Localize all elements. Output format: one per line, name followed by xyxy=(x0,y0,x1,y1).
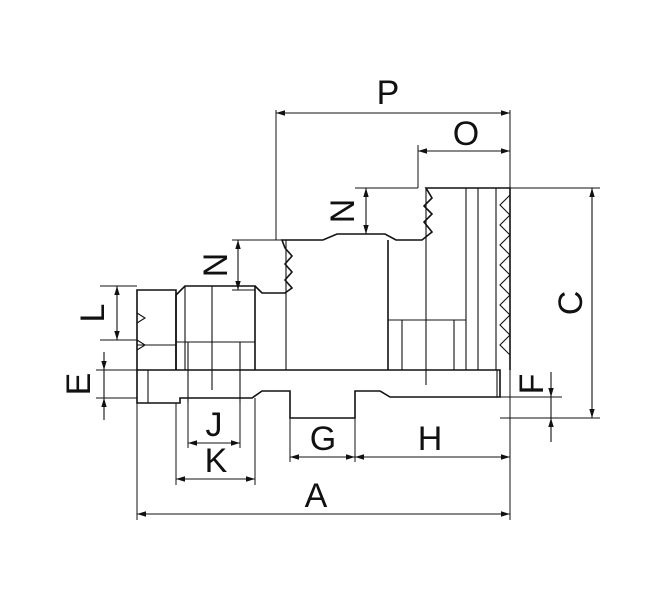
dimension-labels: P O N N L C E F J K G H A xyxy=(60,74,590,515)
serration-teeth xyxy=(499,194,511,356)
label-O: O xyxy=(453,115,479,153)
label-E: E xyxy=(60,373,98,396)
left-step-block xyxy=(136,289,177,370)
label-K: K xyxy=(205,442,228,480)
label-P: P xyxy=(377,74,400,112)
jaw-outline xyxy=(136,187,511,419)
label-C: C xyxy=(552,291,590,316)
label-N-lower: N xyxy=(197,253,235,278)
label-L: L xyxy=(74,304,112,323)
dimension-lines xyxy=(101,110,595,517)
label-J: J xyxy=(206,406,223,444)
label-N-upper: N xyxy=(324,199,362,224)
label-F: F xyxy=(513,374,551,395)
upper-step-profile xyxy=(254,187,511,370)
extension-lines xyxy=(96,110,600,520)
label-G: G xyxy=(310,420,336,458)
label-H: H xyxy=(418,420,443,458)
label-A: A xyxy=(305,477,328,515)
step-serration xyxy=(136,312,147,324)
jaw-base-outline xyxy=(136,369,501,419)
